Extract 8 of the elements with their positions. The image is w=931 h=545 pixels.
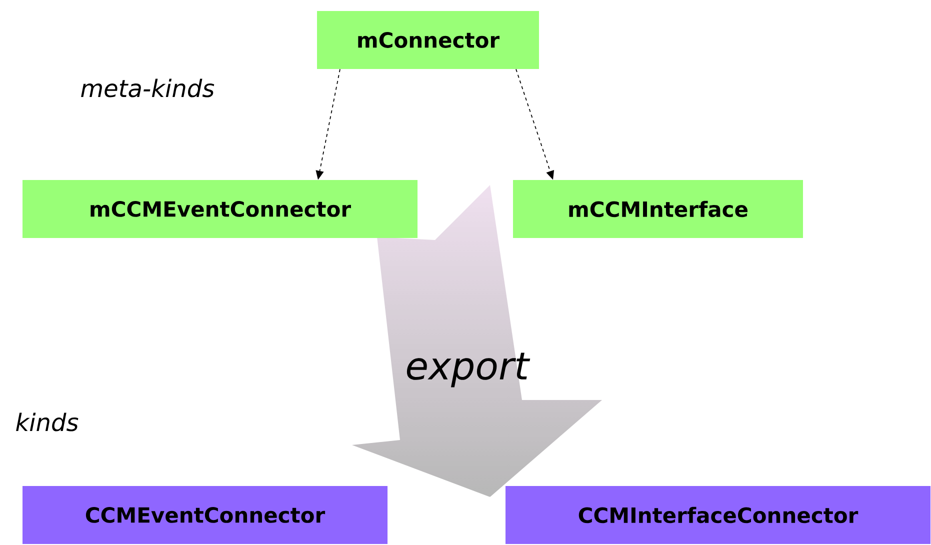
class-box: mCCMInterface bbox=[513, 180, 803, 238]
class-box: mCCMEventConnector bbox=[22, 180, 418, 238]
class-box: mConnector bbox=[317, 11, 539, 69]
class-box: CCMEventConnector bbox=[22, 486, 388, 544]
class-box: CCMInterfaceConnector bbox=[506, 486, 930, 544]
annotation-text: meta-kinds bbox=[81, 78, 214, 98]
annotation-text: kinds bbox=[16, 412, 78, 432]
arrow-label: export bbox=[406, 352, 530, 388]
